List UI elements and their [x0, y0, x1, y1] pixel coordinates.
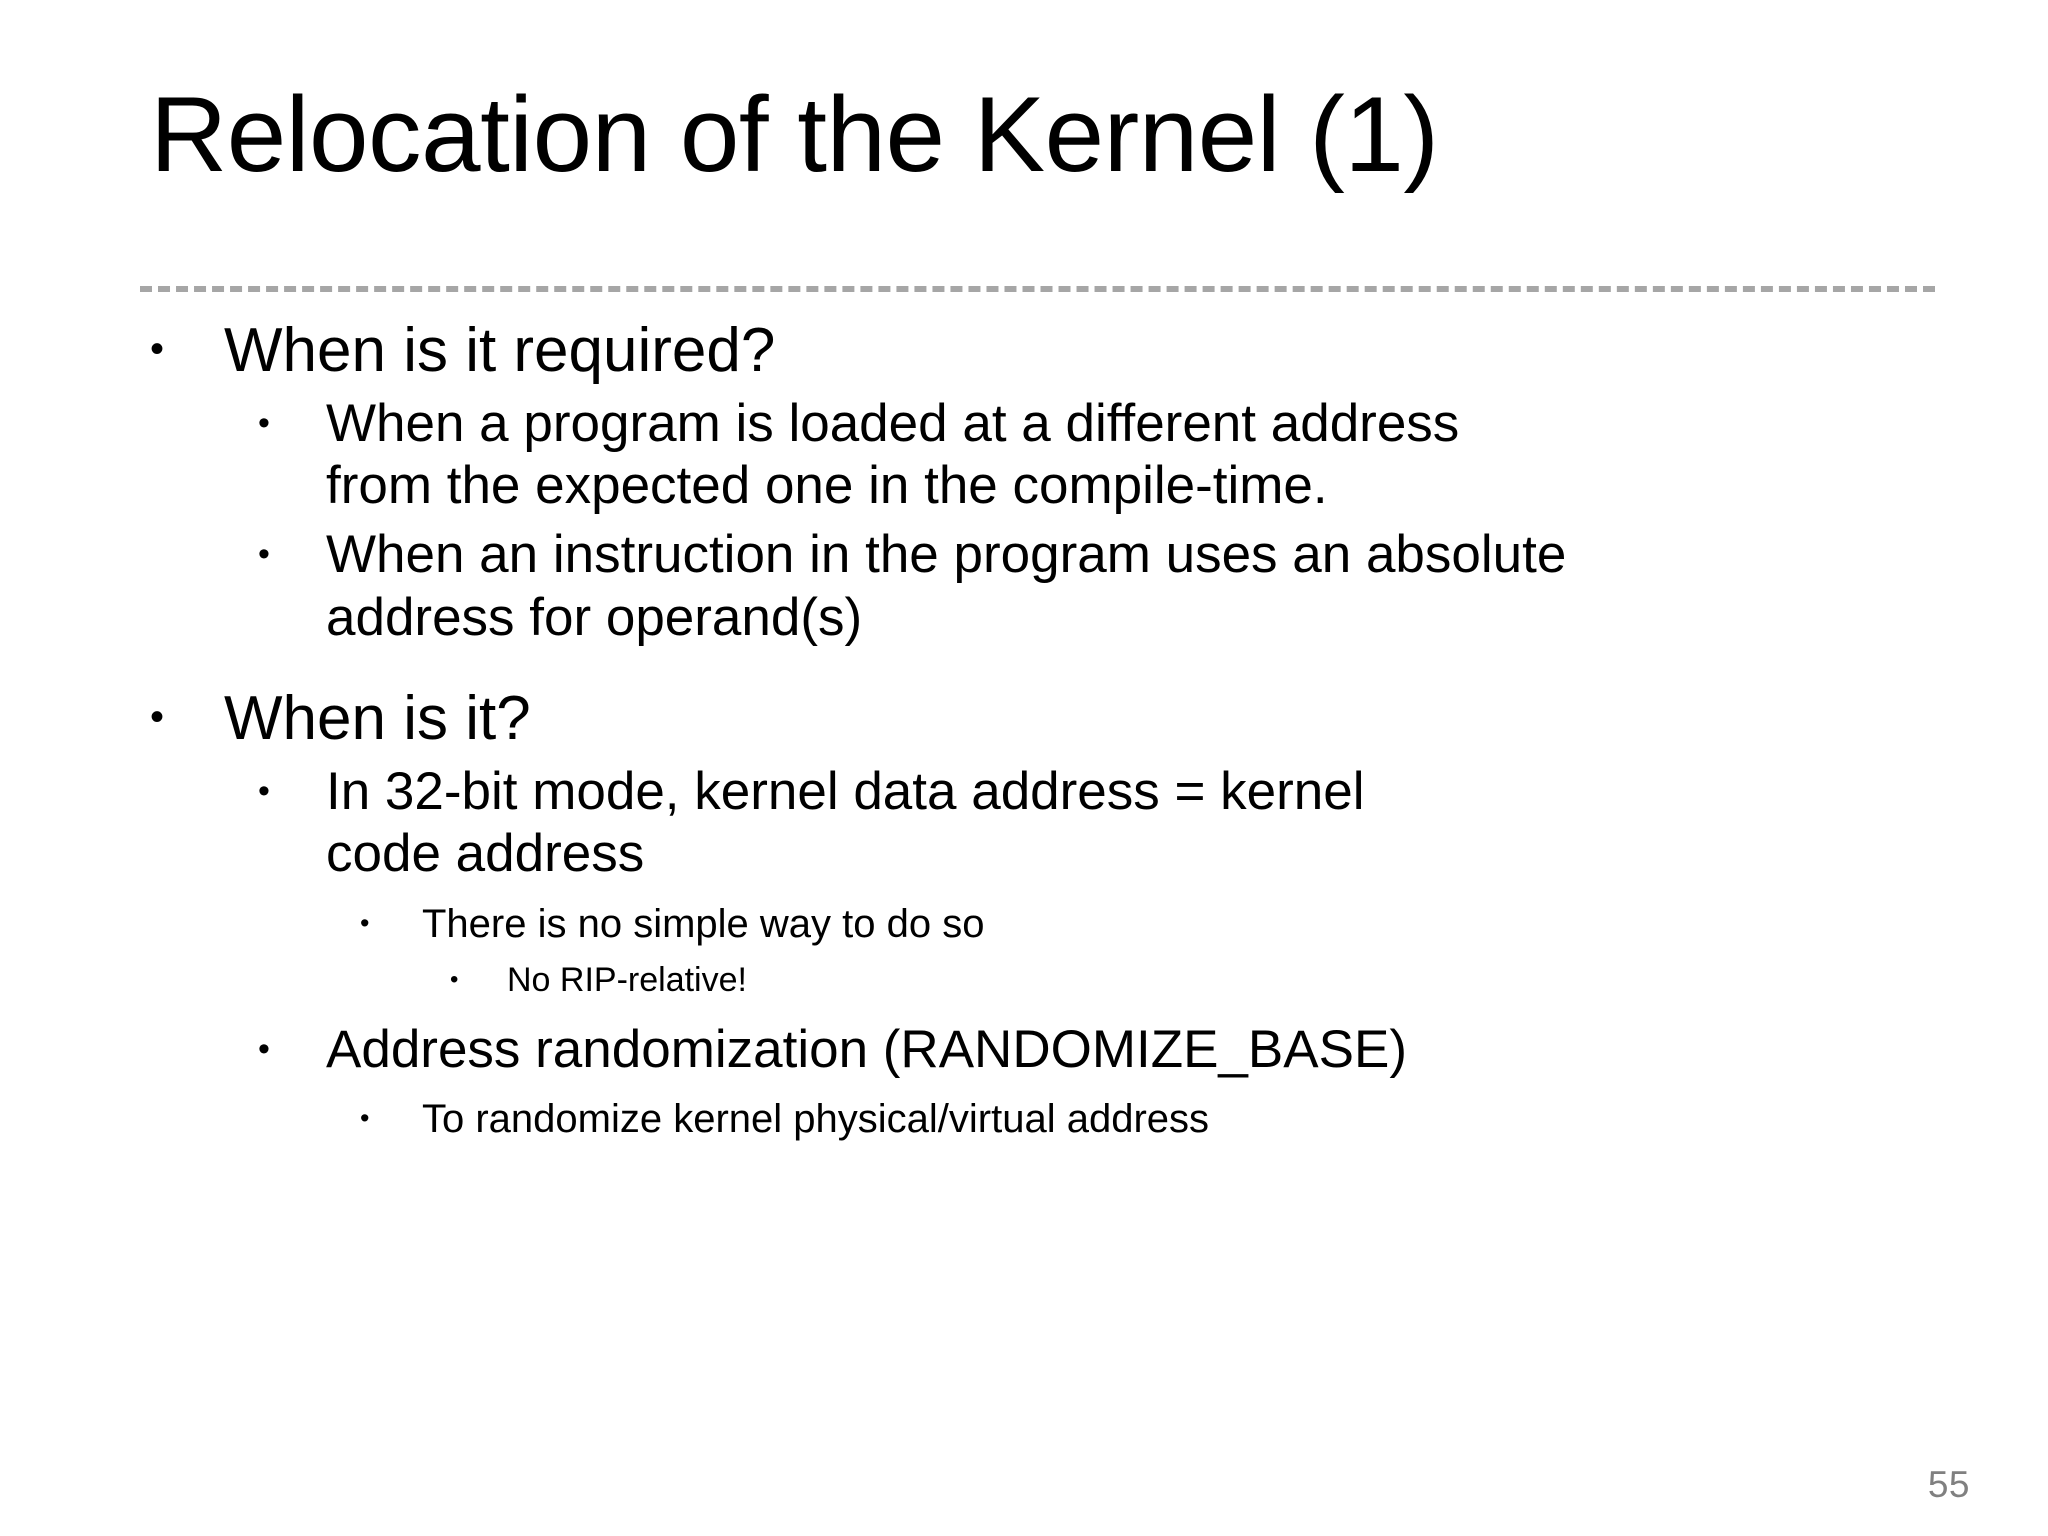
bullet-marker-icon: •	[258, 1029, 270, 1068]
bullet-marker-icon: •	[360, 908, 370, 938]
slide-body: • When is it required? • When a program …	[150, 305, 1960, 1143]
bullet-level-4: • No RIP-relative!	[150, 960, 1960, 1001]
bullet-marker-icon: •	[150, 695, 165, 740]
bullet-level-1: • When is it required?	[150, 315, 1960, 387]
bullet-marker-icon: •	[258, 403, 270, 442]
bullet-text: To randomize kernel physical/virtual add…	[422, 1097, 1210, 1142]
bullet-text: Address randomization (RANDOMIZE_BASE)	[326, 1019, 1407, 1079]
bullet-level-2: • When a program is loaded at a differen…	[150, 393, 1576, 518]
bullet-level-1: • When is it?	[150, 683, 1960, 755]
bullet-level-3: • To randomize kernel physical/virtual a…	[150, 1095, 1960, 1143]
bullet-text: There is no simple way to do so	[422, 902, 985, 946]
bullet-text: In 32-bit mode, kernel data address = ke…	[326, 761, 1365, 884]
bullet-level-2: • Address randomization (RANDOMIZE_BASE)	[150, 1019, 1960, 1082]
slide-title-container: Relocation of the Kernel (1)	[150, 78, 1950, 208]
title-divider	[140, 286, 1935, 292]
bullet-text: When a program is loaded at a different …	[326, 393, 1460, 516]
bullet-level-2: • In 32-bit mode, kernel data address = …	[150, 761, 1456, 886]
bullet-text: No RIP-relative!	[507, 961, 747, 999]
bullet-level-3: • There is no simple way to do so	[150, 900, 1960, 948]
bullet-marker-icon: •	[450, 966, 459, 993]
slide-page-number: 55	[1927, 1464, 1970, 1505]
bullet-text: When an instruction in the program uses …	[326, 524, 1567, 647]
page-title: Relocation of the Kernel (1)	[150, 74, 1439, 194]
bullet-level-2: • When an instruction in the program use…	[150, 524, 1576, 649]
bullet-text: When is it required?	[224, 316, 776, 385]
bullet-marker-icon: •	[150, 327, 165, 371]
bullet-marker-icon: •	[360, 1103, 370, 1134]
bullet-marker-icon: •	[258, 771, 270, 810]
bullet-marker-icon: •	[258, 534, 270, 573]
bullet-text: When is it?	[224, 684, 531, 754]
